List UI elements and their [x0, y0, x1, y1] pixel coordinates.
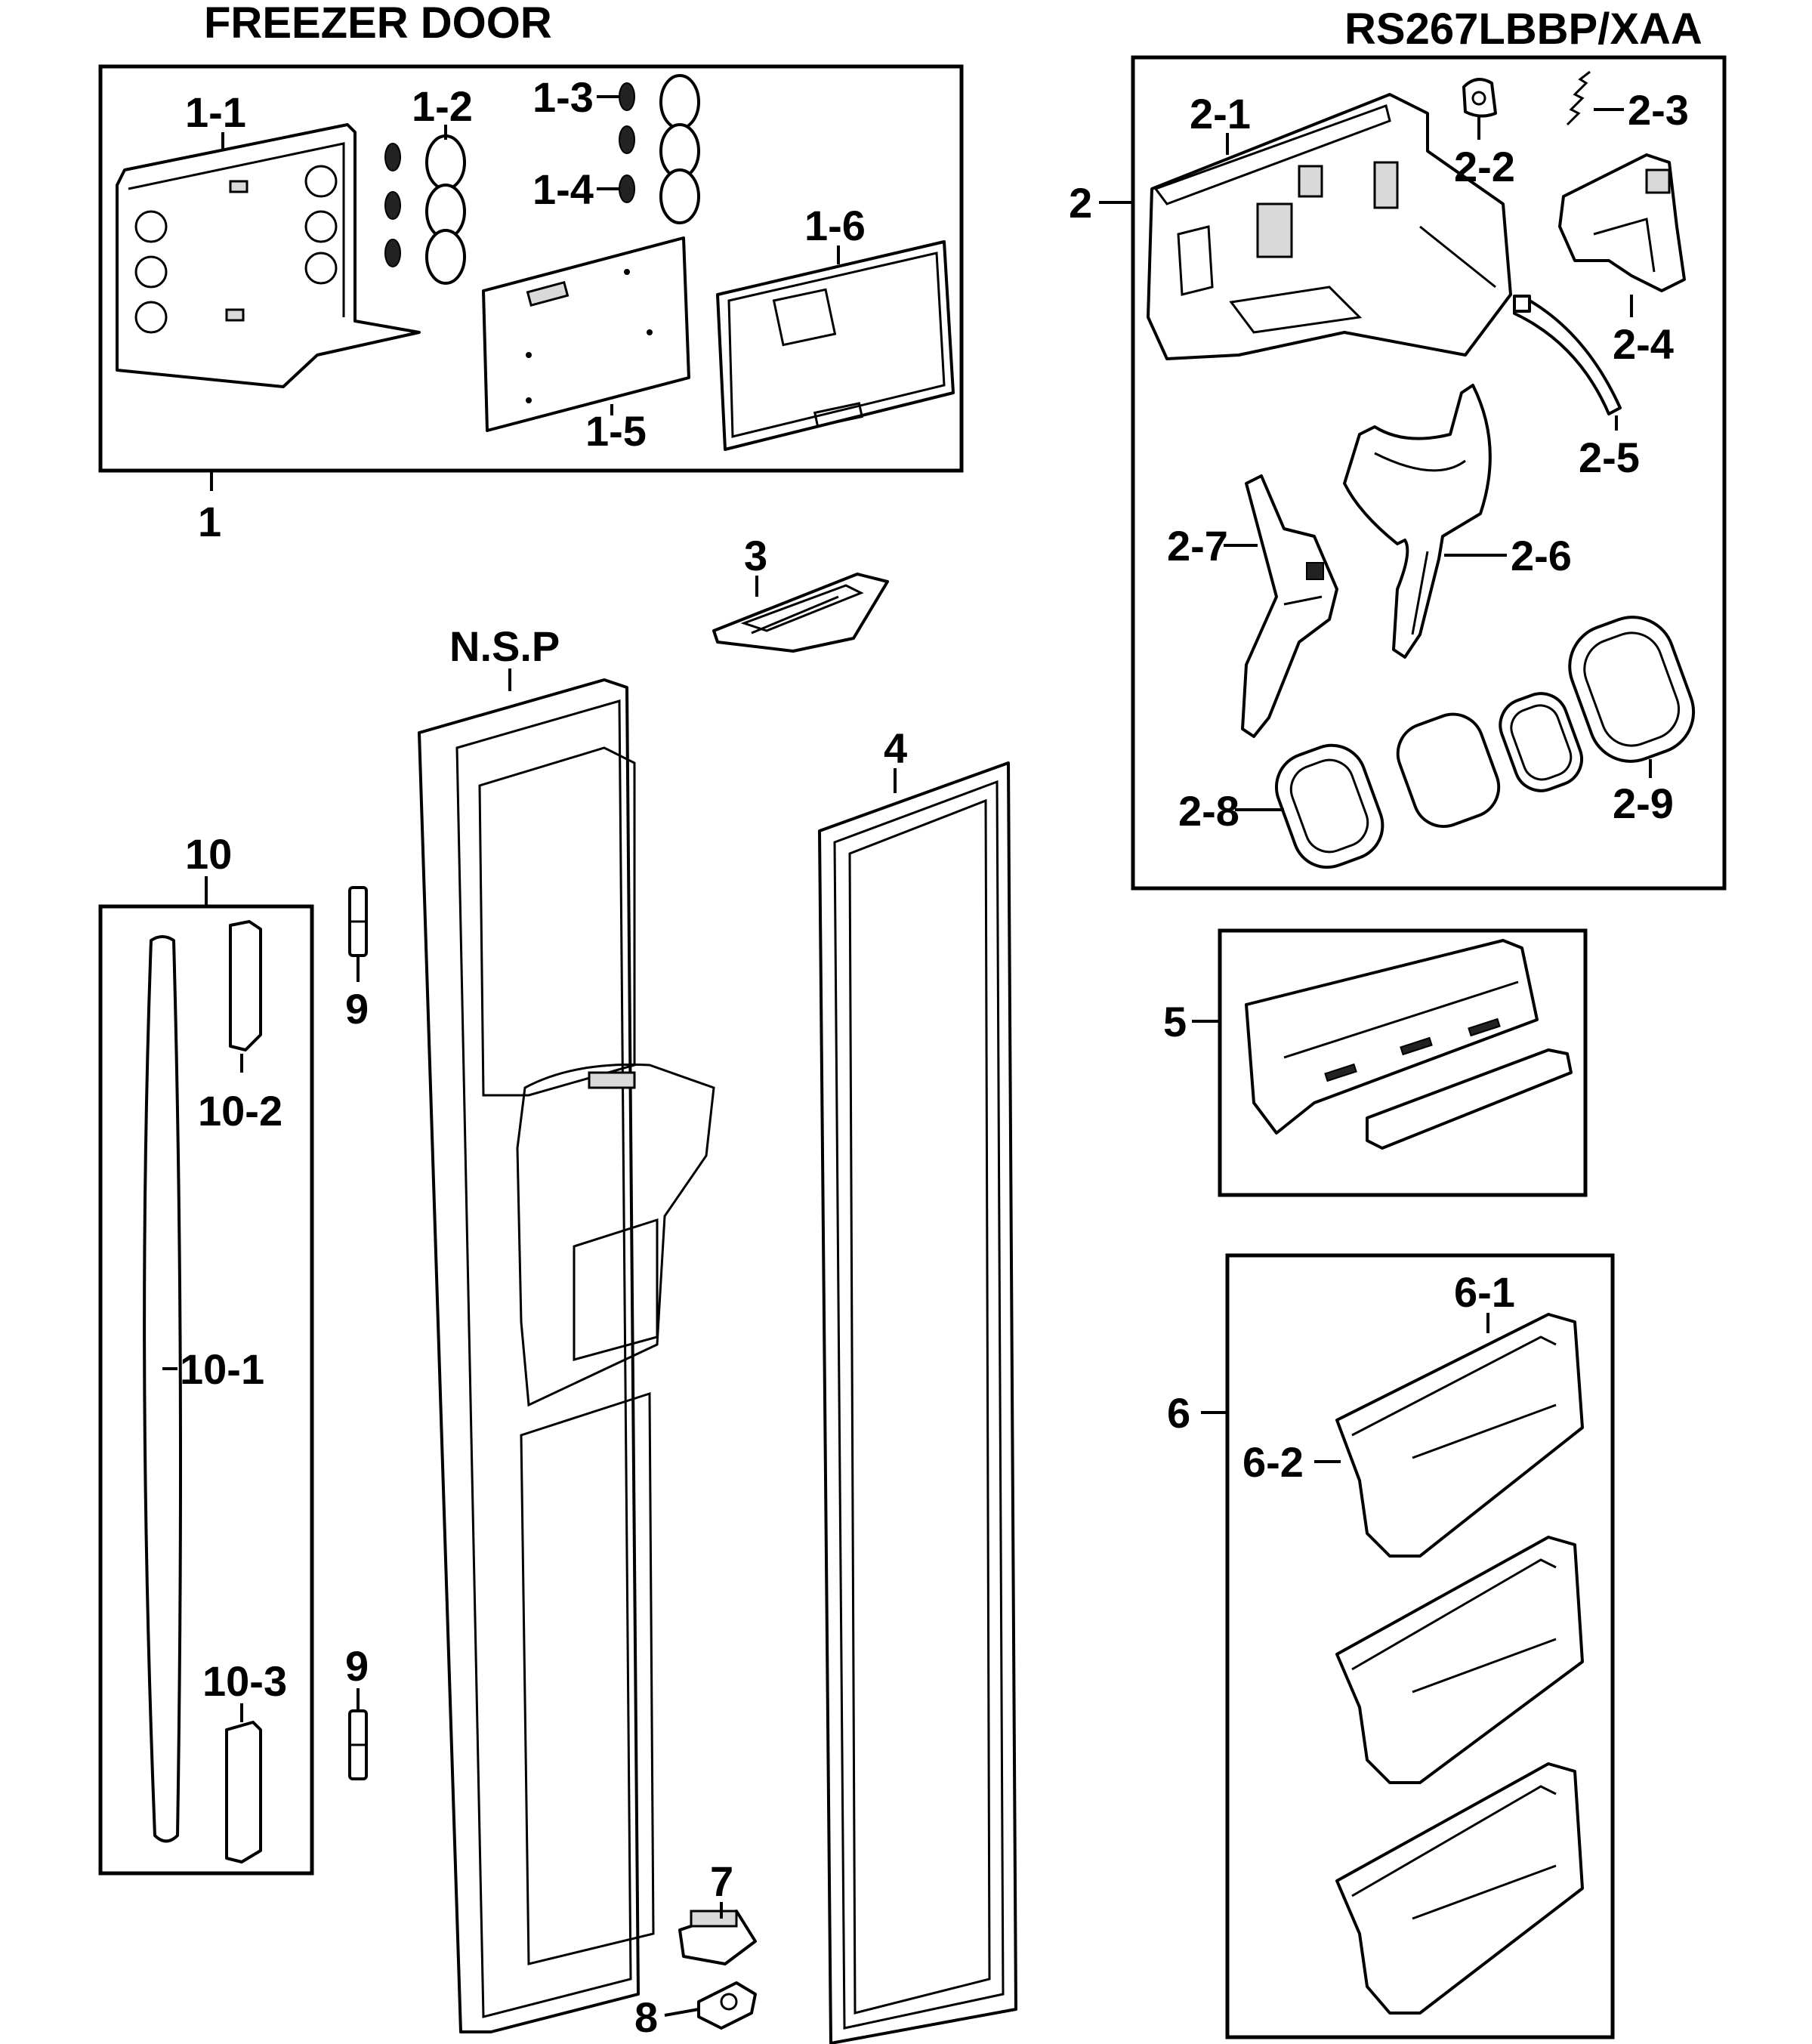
part-10-3-cap [225, 1721, 262, 1863]
label-6-1: 6-1 [1454, 1268, 1515, 1316]
model-number: RS267LBBP/XAA [1344, 5, 1702, 54]
group-10-panel: 10 10-2 10-1 10-3 [98, 830, 314, 1876]
label-2-1: 2-1 [1190, 90, 1251, 137]
group-2-frame [1131, 55, 1727, 891]
part-2-5-lever [1513, 295, 1622, 415]
label-2-5: 2-5 [1579, 434, 1640, 481]
part-9-spacer-upper [348, 886, 368, 957]
label-6: 6 [1167, 1389, 1190, 1437]
label-1: 1 [198, 498, 221, 545]
group-5-panel: 5 [1163, 928, 1588, 1197]
part-2-7-actuator-arm [1241, 474, 1338, 738]
part-2-3-spring [1566, 70, 1591, 126]
part-9-spacer-lower [348, 1709, 368, 1780]
label-1-3: 1-3 [532, 73, 594, 121]
part-1-5-plate [482, 236, 690, 432]
label-1-5: 1-5 [585, 407, 647, 455]
part-2-2-clip [1462, 78, 1497, 118]
label-4: 4 [884, 724, 907, 772]
part-1-6-cover [716, 240, 955, 451]
label-2-7: 2-7 [1167, 522, 1228, 570]
part-6-door-bin-middle [1335, 1536, 1584, 1784]
label-1-2: 1-2 [412, 82, 473, 130]
group-6-frame [1225, 1253, 1615, 2039]
label-10: 10 [185, 830, 232, 878]
part-1-1-bracket [116, 123, 421, 388]
label-10-2: 10-2 [198, 1087, 282, 1135]
label-7: 7 [710, 1857, 733, 1905]
label-2-6: 2-6 [1511, 532, 1572, 579]
part-6-door-bin-lower [1335, 1762, 1584, 2015]
label-10-3: 10-3 [202, 1657, 287, 1705]
label-10-1: 10-1 [180, 1345, 264, 1393]
group-5-frame [1218, 928, 1588, 1197]
label-3: 3 [744, 532, 767, 579]
group-1-panel: 1-1 1-2 1-3 1-4 1-6 1-5 1 [98, 64, 964, 545]
part-2-1-dispenser-housing [1147, 93, 1512, 360]
part-2-6-ice-chute [1343, 384, 1492, 659]
part-4-door-gasket [818, 761, 1017, 2044]
part-5-bin [1245, 939, 1573, 1150]
label-2-8: 2-8 [1178, 787, 1239, 835]
label-2: 2 [1069, 179, 1092, 227]
label-1-4: 1-4 [532, 165, 594, 213]
part-8-hinge-bushing [697, 1981, 757, 2030]
part-3-cover [712, 573, 889, 653]
label-2-4: 2-4 [1613, 320, 1674, 368]
part-7-hinge [678, 1910, 757, 1965]
part-1-2-seal-set [384, 134, 466, 285]
label-8: 8 [634, 1993, 658, 2041]
group-6-panel: 6 6-1 6-2 [1167, 1253, 1615, 2039]
part-1-3-1-4-seal-set [619, 74, 700, 224]
label-5: 5 [1163, 998, 1187, 1045]
label-2-2: 2-2 [1454, 143, 1515, 190]
diagram-title: FREEZER DOOR [204, 0, 552, 48]
label-2-3: 2-3 [1628, 86, 1689, 134]
label-9-lower: 9 [345, 1642, 369, 1690]
group-1-frame [98, 64, 964, 473]
label-2-9: 2-9 [1613, 780, 1674, 827]
label-nsp: N.S.P [449, 622, 560, 670]
label-6-2: 6-2 [1242, 1438, 1304, 1486]
part-6-door-bin-upper [1335, 1313, 1584, 1558]
part-10-1-handle [143, 935, 182, 1843]
label-9-upper: 9 [345, 985, 369, 1033]
part-2-4-solenoid [1558, 153, 1686, 292]
freezer-door-nsp [418, 678, 715, 2033]
label-1-1: 1-1 [185, 88, 246, 136]
label-1-6: 1-6 [804, 202, 866, 249]
part-2-8-2-9-gasket-set [1274, 616, 1696, 869]
part-10-2-cap [229, 920, 262, 1051]
group-2-panel: 2 2-1 2-2 2-3 [1069, 55, 1727, 891]
